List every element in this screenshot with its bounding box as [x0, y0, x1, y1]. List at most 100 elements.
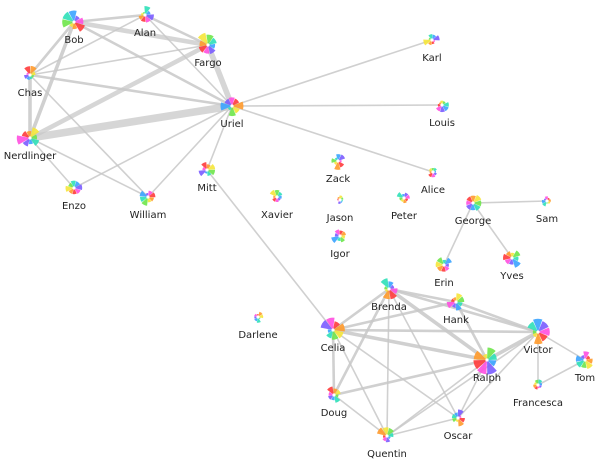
node-doug[interactable] — [327, 386, 341, 403]
node-tom-wedge — [585, 358, 593, 364]
edge-alan-uriel — [144, 14, 233, 107]
node-igor-wedge — [331, 236, 340, 243]
node-label-george: George — [455, 216, 491, 227]
edge-brenda-doug — [332, 287, 391, 397]
edge-fargo-chas — [29, 44, 209, 76]
node-oscar[interactable] — [451, 409, 465, 427]
node-darlene[interactable] — [254, 311, 264, 323]
node-nerdlinger-wedge — [30, 138, 40, 146]
node-alan[interactable] — [138, 6, 154, 23]
node-xavier-wedge — [274, 190, 280, 197]
node-bob[interactable] — [62, 10, 85, 32]
node-jason[interactable] — [337, 195, 344, 204]
node-label-karl: Karl — [422, 53, 441, 64]
node-mitt-wedge — [206, 164, 211, 170]
node-louis-wedge — [442, 105, 449, 112]
node-louis[interactable] — [436, 100, 449, 113]
node-bob-wedge — [74, 22, 85, 32]
node-yves[interactable] — [503, 250, 521, 268]
node-uriel-wedge — [228, 97, 235, 106]
node-quentin[interactable] — [376, 427, 394, 443]
node-tom-wedge — [580, 355, 585, 360]
node-celia[interactable] — [320, 317, 345, 340]
node-hank-wedge — [456, 302, 462, 311]
node-fargo-center — [206, 43, 210, 47]
node-fargo[interactable] — [197, 32, 217, 55]
node-darlene-center — [256, 315, 260, 319]
edge-brenda-oscar — [388, 288, 459, 419]
node-zack-center — [336, 159, 340, 163]
node-victor-wedge — [533, 332, 543, 345]
node-william-wedge — [140, 196, 148, 203]
node-uriel[interactable] — [220, 97, 244, 117]
node-tom[interactable] — [575, 351, 593, 369]
node-tom-wedge — [583, 351, 590, 360]
node-erin[interactable] — [435, 257, 452, 272]
node-karl[interactable] — [423, 34, 440, 46]
node-xavier-wedge — [277, 191, 283, 197]
node-chas-wedge — [24, 66, 31, 75]
node-label-francesca: Francesca — [513, 398, 563, 409]
node-label-hank: Hank — [443, 315, 469, 326]
node-oscar-wedge — [454, 412, 458, 418]
node-enzo-wedge — [74, 184, 83, 191]
node-chas[interactable] — [24, 65, 37, 81]
edge-bob-uriel — [72, 20, 234, 108]
node-tom-wedge — [585, 355, 591, 360]
node-peter[interactable] — [396, 192, 410, 204]
node-quentin-wedge — [387, 432, 394, 438]
node-zack[interactable] — [331, 154, 346, 170]
node-brenda[interactable] — [380, 278, 398, 300]
node-alice-wedge — [431, 167, 435, 172]
node-ralph-center — [485, 358, 489, 362]
label-layer: BobAlanFargoChasNerdlingerUrielKarlLouis… — [4, 28, 595, 460]
node-fargo-wedge — [208, 37, 217, 45]
node-william[interactable] — [139, 190, 156, 206]
edge-hank-celia — [331, 300, 458, 332]
node-label-fargo: Fargo — [194, 58, 221, 69]
node-alice[interactable] — [428, 167, 437, 178]
node-nerdlinger-center — [28, 136, 32, 140]
node-ralph-wedge — [473, 350, 487, 360]
node-label-enzo: Enzo — [62, 201, 86, 212]
node-label-victor: Victor — [523, 345, 553, 356]
node-erin-wedge — [442, 259, 447, 265]
node-sam[interactable] — [541, 196, 551, 207]
node-doug-center — [332, 393, 336, 397]
node-xavier-center — [275, 195, 279, 199]
node-erin-wedge — [437, 265, 444, 272]
node-george-wedge — [470, 203, 476, 211]
node-enzo[interactable] — [65, 180, 83, 195]
edge-ralph-doug — [332, 358, 489, 397]
node-xavier[interactable] — [269, 189, 283, 203]
node-bob-center — [72, 20, 76, 24]
node-hank[interactable] — [446, 293, 465, 311]
node-victor[interactable] — [527, 318, 550, 345]
node-label-chas: Chas — [18, 88, 43, 99]
node-nerdlinger[interactable] — [16, 127, 40, 147]
node-louis-wedge — [440, 100, 444, 105]
node-label-celia: Celia — [321, 343, 346, 354]
node-brenda-wedge — [382, 289, 390, 300]
node-george[interactable] — [466, 194, 482, 211]
node-erin-center — [442, 263, 446, 267]
node-george-wedge — [466, 196, 473, 203]
edge-mitt-celia — [206, 169, 334, 331]
node-ralph[interactable] — [473, 347, 497, 375]
edge-celia-doug — [331, 328, 336, 397]
node-mitt[interactable] — [198, 162, 216, 177]
node-brenda-wedge — [389, 284, 395, 289]
node-bob-wedge — [62, 11, 74, 22]
node-bob-wedge — [68, 10, 77, 22]
node-william-center — [146, 195, 150, 199]
edge-brenda-victor — [387, 287, 540, 334]
edge-george-erin — [443, 202, 474, 266]
edge-brenda-quentin — [386, 288, 390, 437]
node-zack-wedge — [338, 161, 345, 168]
node-doug-wedge — [333, 388, 338, 395]
node-francesca[interactable] — [533, 379, 543, 390]
node-igor[interactable] — [331, 229, 346, 243]
node-xavier-wedge — [272, 197, 277, 202]
node-nerdlinger-wedge — [30, 127, 40, 138]
node-alan-wedge — [145, 15, 151, 23]
